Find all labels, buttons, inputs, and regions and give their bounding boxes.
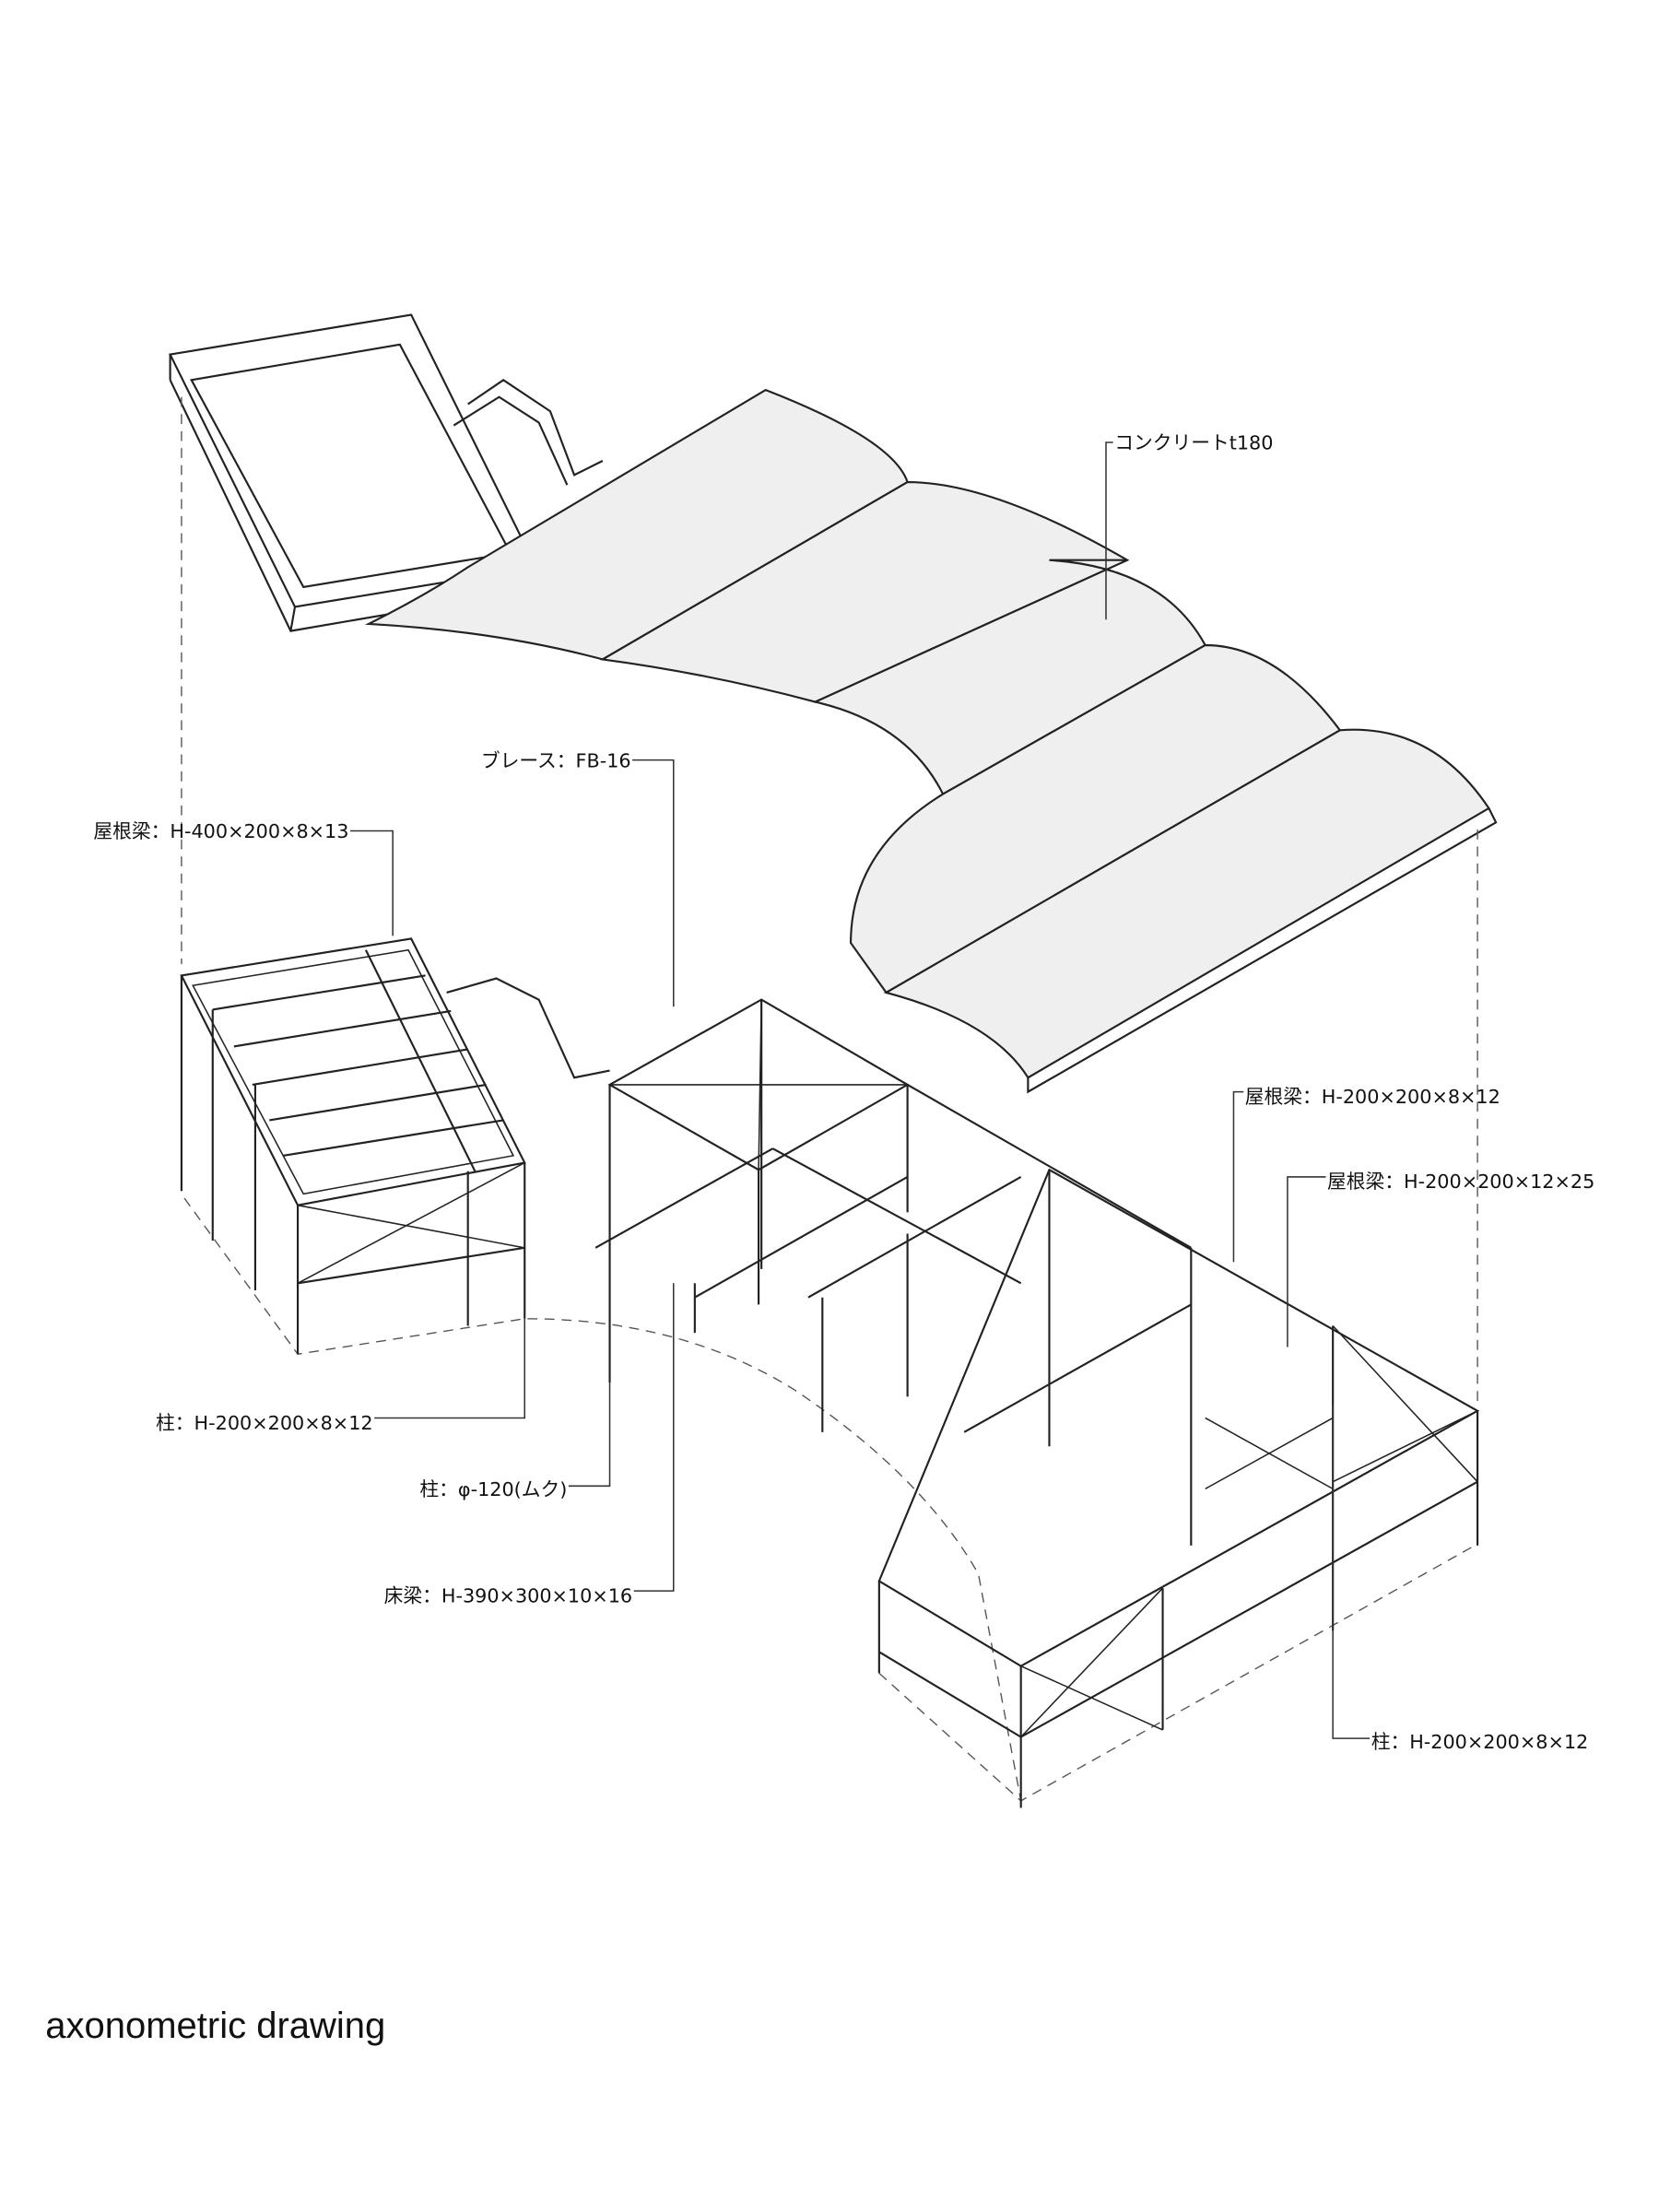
label-concrete: コンクリートt180: [1114, 432, 1273, 454]
label-roof-beam-right-1: 屋根梁：H-200×200×8×12: [1245, 1086, 1500, 1108]
left-frame: [180, 937, 610, 1355]
leader-lines: [350, 441, 1371, 1739]
concrete-roof-slab: [364, 379, 1498, 1094]
label-brace: ブレース：FB-16: [481, 749, 631, 771]
label-column-right: 柱：H-200×200×8×12: [1371, 1731, 1589, 1753]
label-column-round: 柱：φ-120(ムク): [419, 1478, 567, 1500]
right-frame: [877, 1168, 1480, 1808]
label-roof-beam-right-2: 屋根梁：H-200×200×12×25: [1327, 1171, 1594, 1193]
label-roof-beam-left: 屋根梁：H-400×200×8×13: [93, 820, 348, 842]
middle-frame: [594, 998, 1192, 1433]
label-floor-beam: 床梁：H-390×300×10×16: [384, 1584, 633, 1606]
caption: axonometric drawing: [45, 2006, 385, 2046]
label-column-left: 柱：H-200×200×8×12: [156, 1412, 373, 1434]
